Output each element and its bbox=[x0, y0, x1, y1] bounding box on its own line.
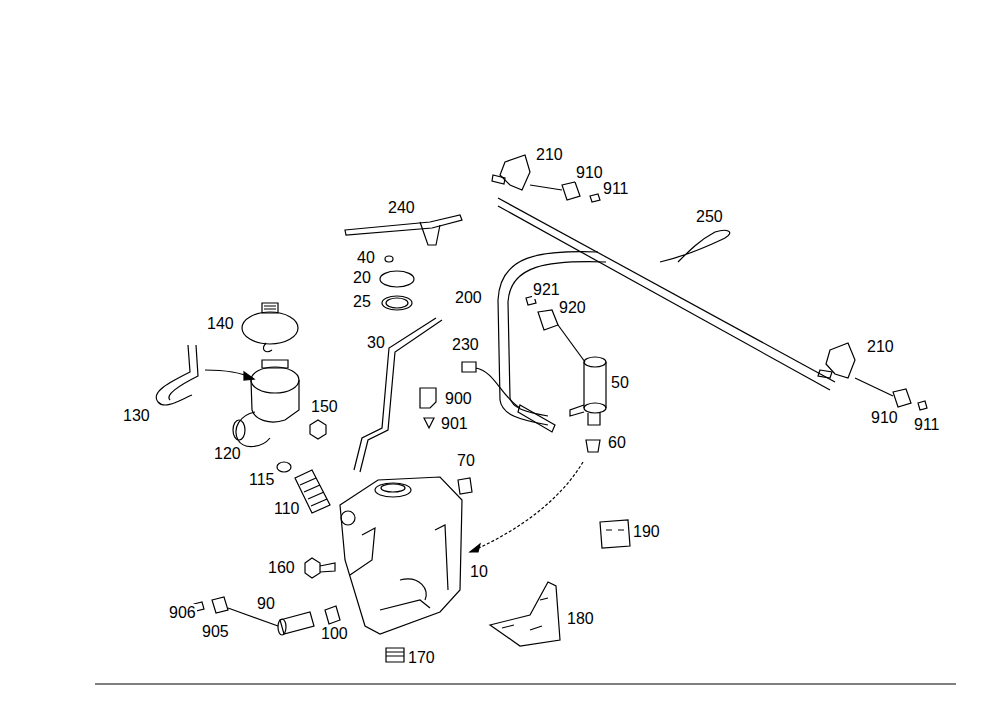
callout-number: 40 bbox=[356, 249, 376, 267]
callout-number: 10 bbox=[469, 563, 489, 581]
callout-number: 250 bbox=[695, 208, 724, 226]
callout-number: 910 bbox=[870, 409, 899, 427]
callout-number: 150 bbox=[310, 398, 339, 416]
callout-number: 210 bbox=[535, 146, 564, 164]
callout-number: 120 bbox=[213, 445, 242, 463]
callout-number: 920 bbox=[558, 299, 587, 317]
callout-number: 900 bbox=[444, 390, 473, 408]
leader-arrow bbox=[470, 462, 583, 552]
callout-number: 110 bbox=[273, 500, 301, 518]
callout-number: 25 bbox=[352, 293, 372, 311]
nut bbox=[310, 420, 326, 439]
arrow-head bbox=[470, 544, 480, 552]
wire bbox=[558, 325, 585, 362]
hose bbox=[156, 345, 198, 405]
callout-number: 906 bbox=[168, 604, 197, 622]
callout-number: 210 bbox=[866, 338, 895, 356]
cover-disc bbox=[380, 271, 414, 287]
arrow-head bbox=[244, 372, 254, 380]
rule-line bbox=[95, 684, 956, 685]
seal-ring bbox=[386, 298, 408, 308]
hose-clip bbox=[492, 155, 855, 378]
callout-number: 190 bbox=[632, 523, 661, 541]
washer-pump bbox=[570, 357, 606, 425]
callout-number: 70 bbox=[456, 452, 476, 470]
o-ring bbox=[277, 462, 291, 472]
callout-number: 100 bbox=[320, 625, 349, 643]
plug bbox=[420, 388, 436, 428]
clip bbox=[345, 215, 462, 245]
bracket bbox=[490, 582, 560, 646]
nozzle bbox=[530, 182, 927, 410]
callout-number: 30 bbox=[366, 334, 386, 352]
washer-tank bbox=[340, 477, 462, 634]
callout-number: 115 bbox=[248, 471, 276, 489]
callout-number: 60 bbox=[607, 434, 627, 452]
seal-ring bbox=[382, 296, 412, 310]
callout-number: 170 bbox=[407, 649, 436, 667]
callout-number: 90 bbox=[256, 595, 276, 613]
plug bbox=[526, 296, 558, 330]
callout-number: 921 bbox=[532, 281, 561, 299]
callout-number: 200 bbox=[454, 289, 483, 307]
cable-tie bbox=[660, 230, 730, 262]
callout-number: 240 bbox=[387, 199, 416, 217]
cap bbox=[242, 303, 298, 352]
callout-number: 230 bbox=[451, 336, 480, 354]
callout-number: 910 bbox=[575, 164, 604, 182]
callout-number: 130 bbox=[122, 407, 151, 425]
callout-number: 911 bbox=[602, 180, 630, 198]
callout-number: 50 bbox=[610, 374, 630, 392]
grommet bbox=[458, 478, 472, 494]
hose-line bbox=[498, 198, 835, 432]
callout-number: 20 bbox=[352, 269, 372, 287]
callout-number: 180 bbox=[566, 610, 595, 628]
grommet bbox=[586, 440, 600, 452]
clamp bbox=[386, 648, 404, 662]
callout-number: 901 bbox=[440, 415, 469, 433]
callout-number: 905 bbox=[201, 623, 230, 641]
nut bbox=[385, 256, 393, 262]
screw bbox=[305, 558, 335, 578]
bracket bbox=[600, 520, 630, 548]
filler-neck bbox=[233, 360, 299, 447]
callout-number: 160 bbox=[267, 559, 296, 577]
callout-number: 140 bbox=[206, 315, 235, 333]
sensor-tube bbox=[354, 318, 442, 472]
callout-number: 911 bbox=[913, 416, 941, 434]
